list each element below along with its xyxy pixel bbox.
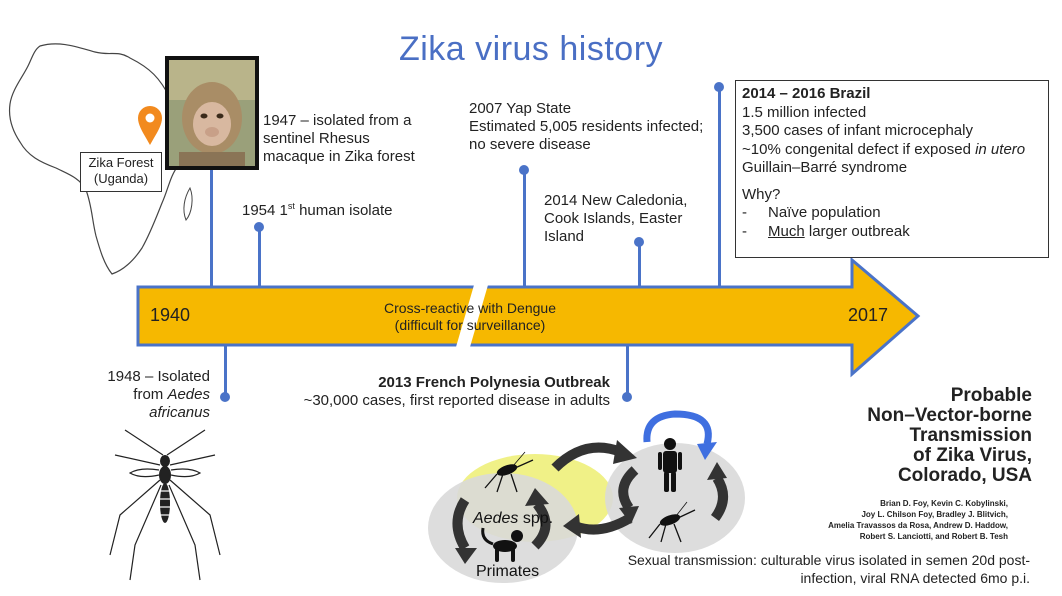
marker-1948	[220, 392, 230, 402]
marker-brazil	[714, 82, 724, 92]
timeline-arrow	[136, 258, 921, 378]
mosquito-icon	[648, 501, 696, 543]
connector-1947	[210, 170, 213, 288]
paper-authors: Brian D. Foy, Kevin C. Kobylinski, Joy L…	[828, 499, 1008, 541]
transmission-cycle-diagram	[428, 410, 745, 583]
marker-1954	[254, 222, 264, 232]
marker-2014	[634, 237, 644, 247]
sexual-transmission-note: Sexual transmission: culturable virus is…	[627, 552, 1030, 586]
arrow-icon	[697, 442, 717, 460]
mosquito-icon	[109, 429, 221, 581]
host-label: Primates	[476, 563, 540, 580]
connector-1954	[258, 228, 261, 288]
connector-2014	[638, 242, 641, 288]
event-1947: 1947 – isolated from a sentinel Rhesus m…	[263, 112, 415, 165]
vector-label: Aedes spp.	[473, 510, 554, 527]
page-title: Zika virus history	[398, 30, 664, 68]
timeline-end-year: 2017	[848, 305, 889, 325]
monkey-icon	[481, 527, 523, 562]
timeline-start-year: 1940	[150, 305, 191, 325]
africa-map-icon	[8, 43, 206, 275]
arrow-icon	[525, 488, 549, 506]
event-2014: 2014 New Caledonia, Cook Islands, Easter…	[544, 192, 688, 245]
event-1948: 1948 – Isolated from Aedes africanus	[107, 368, 210, 421]
macaque-photo-icon	[165, 56, 259, 170]
arrow-icon	[619, 506, 639, 524]
arrow-icon	[613, 440, 637, 464]
event-2013: 2013 French Polynesia Outbreak ~30,000 c…	[303, 374, 610, 409]
arrow-icon	[707, 462, 727, 480]
mosquito-icon	[484, 451, 534, 493]
event-2007: 2007 Yap State Estimated 5,005 residents…	[469, 100, 704, 153]
location-label: Zika Forest (Uganda)	[80, 152, 162, 192]
connector-1948	[224, 346, 227, 396]
paper-title: Probable Non–Vector-borne Transmission o…	[867, 385, 1032, 486]
connector-brazil	[718, 88, 721, 288]
connector-2007	[523, 170, 526, 288]
human-to-human-loop	[643, 410, 712, 445]
arrow-icon	[455, 548, 477, 564]
marker-2013	[622, 392, 632, 402]
urban-cycle-ellipse	[605, 443, 745, 553]
map-pin-icon	[138, 106, 162, 145]
arrow-icon	[563, 514, 581, 538]
brazil-outbreak-box: 2014 – 2016 Brazil 1.5 million infected …	[735, 80, 1049, 258]
human-icon	[658, 438, 682, 492]
event-1954: 1954 1st human isolate	[242, 201, 393, 220]
marker-2007	[519, 165, 529, 175]
timeline-center-note: Cross-reactive with Dengue (difficult fo…	[384, 300, 556, 333]
connector-2013	[626, 346, 629, 396]
